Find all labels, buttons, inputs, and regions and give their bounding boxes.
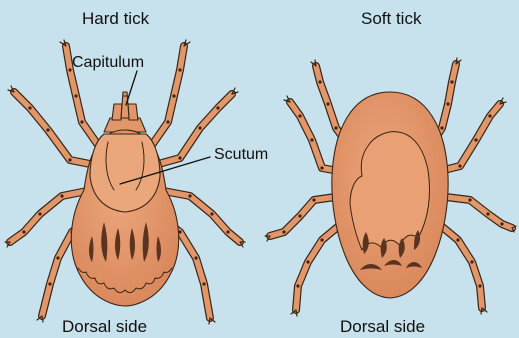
hard-tick-scutum bbox=[90, 134, 160, 212]
hard-tick-dorsal-caption: Dorsal side bbox=[62, 318, 147, 335]
hard-tick-capitulum bbox=[104, 92, 146, 132]
capitulum-pointer bbox=[126, 71, 137, 105]
hard-tick-title: Hard tick bbox=[82, 10, 149, 27]
hard-tick bbox=[5, 40, 245, 324]
capitulum-label: Capitulum bbox=[72, 55, 144, 71]
soft-tick-title: Soft tick bbox=[361, 10, 421, 27]
scutum-label: Scutum bbox=[214, 147, 268, 163]
soft-tick-dorsal-caption: Dorsal side bbox=[340, 318, 425, 335]
soft-tick bbox=[265, 58, 516, 316]
